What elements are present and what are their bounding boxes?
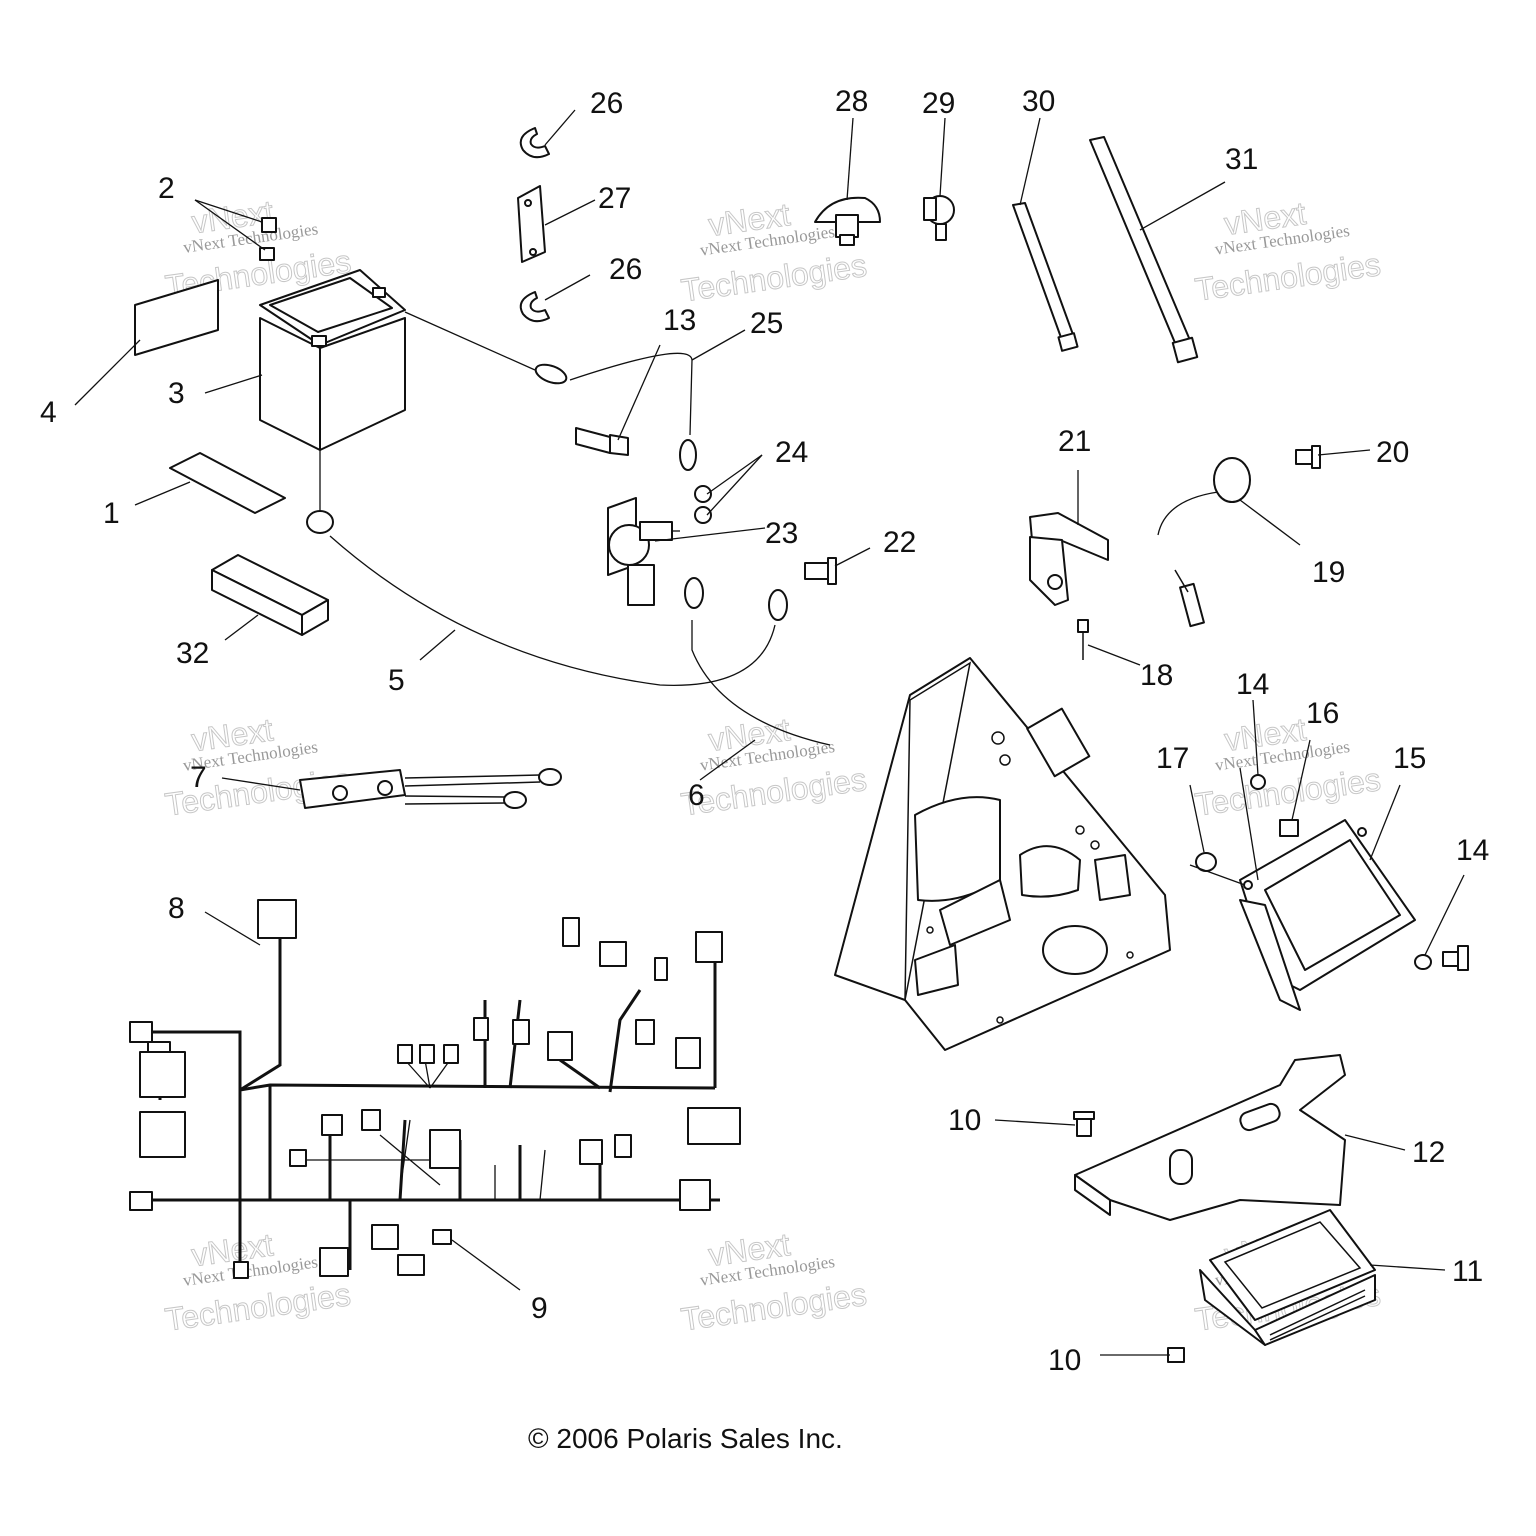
decal-part-4: [134, 279, 219, 356]
cable-part-5: [306, 450, 788, 687]
battery-part-3: [259, 269, 406, 451]
callout-22: 22: [883, 526, 916, 559]
battery-pad-part-1: [169, 452, 286, 514]
cable-tie-part-31: [1089, 136, 1199, 364]
grommet-part-14-a: [1250, 774, 1266, 790]
callout-26-bottom: 26: [609, 253, 642, 286]
callout-19: 19: [1312, 556, 1345, 589]
callout-2: 2: [158, 172, 175, 205]
watermark-top-right: vNext vNext Technologies Technologies: [1192, 194, 1383, 308]
callout-28: 28: [835, 85, 868, 118]
callout-14-right: 14: [1456, 834, 1489, 867]
callout-23: 23: [765, 517, 798, 550]
callout-18: 18: [1140, 659, 1173, 692]
callout-27: 27: [598, 182, 631, 215]
callout-9: 9: [531, 1292, 548, 1325]
clip-part-26-bottom: [519, 291, 550, 323]
battery-bolt-part-2: [259, 217, 277, 261]
washer-part-14-b: [1414, 954, 1432, 970]
callout-26-top: 26: [590, 87, 623, 120]
bolt-part-13: [575, 427, 629, 456]
callout-17: 17: [1156, 742, 1189, 775]
control-module-part-15: [1239, 819, 1416, 1011]
watermark-bottom-center: vNext vNext Technologies Technologies: [678, 1226, 869, 1338]
callout-4: 4: [40, 396, 57, 429]
callout-24: 24: [775, 436, 808, 469]
callout-21: 21: [1058, 425, 1091, 458]
screw-part-14-c: [1442, 945, 1469, 971]
cable-assembly-part-7: [299, 768, 562, 809]
callout-14-top: 14: [1236, 668, 1269, 701]
callout-labels: 2 4 3 1 32 5 7 6 8 9 10 10 11 12 13 14 1…: [40, 85, 1489, 1377]
bracket-plate-part-12: [1074, 1054, 1346, 1221]
callout-3: 3: [168, 377, 185, 410]
mounting-plate: [834, 657, 1171, 1051]
push-clip-part-28: [814, 196, 881, 246]
connector-part-9: [432, 1229, 452, 1245]
bolt-part-22: [804, 557, 837, 585]
bolt-part-20: [1295, 445, 1321, 469]
wiring-harness-part-8: [129, 899, 741, 1279]
sensor-part-19: [1157, 457, 1251, 628]
callout-6: 6: [688, 779, 705, 812]
solenoid-part-23: [607, 497, 680, 606]
clamp-part-29: [923, 195, 955, 241]
callout-25: 25: [750, 307, 783, 340]
callout-5: 5: [388, 664, 405, 697]
cable-part-6: [684, 577, 831, 746]
screw-part-16: [1279, 819, 1299, 837]
callout-16: 16: [1306, 697, 1339, 730]
callout-31: 31: [1225, 143, 1258, 176]
callout-20: 20: [1376, 436, 1409, 469]
callout-12: 12: [1412, 1136, 1445, 1169]
callout-30: 30: [1022, 85, 1055, 118]
cable-tie-part-30: [1012, 202, 1079, 352]
watermark-mid-right: vNext vNext Technologies Technologies: [1192, 710, 1383, 823]
callout-15: 15: [1393, 742, 1426, 775]
callout-11: 11: [1452, 1255, 1483, 1288]
leader-lines: [74, 109, 1465, 1356]
foam-block-part-32: [211, 554, 329, 636]
nut-part-24-a: [694, 485, 712, 503]
callout-8: 8: [168, 892, 185, 925]
strap-part-27: [517, 185, 546, 263]
bracket-part-21: [1029, 512, 1109, 606]
screw-part-10-b: [1167, 1347, 1185, 1363]
nut-part-24-b: [694, 506, 712, 524]
screw-part-10-a: [1073, 1111, 1095, 1137]
copyright-text: © 2006 Polaris Sales Inc.: [528, 1423, 843, 1454]
callout-13: 13: [663, 304, 696, 337]
watermark-bottom-left: vNext vNext Technologies Technologies: [162, 1226, 353, 1338]
callout-1: 1: [103, 497, 120, 530]
cable-part-25: [404, 311, 697, 471]
clip-part-26-top: [519, 127, 550, 159]
callout-10-bottom: 10: [1048, 1344, 1081, 1377]
callout-10-top: 10: [948, 1104, 981, 1137]
callout-32: 32: [176, 637, 209, 670]
callout-7: 7: [190, 761, 207, 794]
callout-29: 29: [922, 87, 955, 120]
ecu-housing-part-11: [1199, 1209, 1376, 1346]
bolt-part-18: [1077, 619, 1089, 660]
